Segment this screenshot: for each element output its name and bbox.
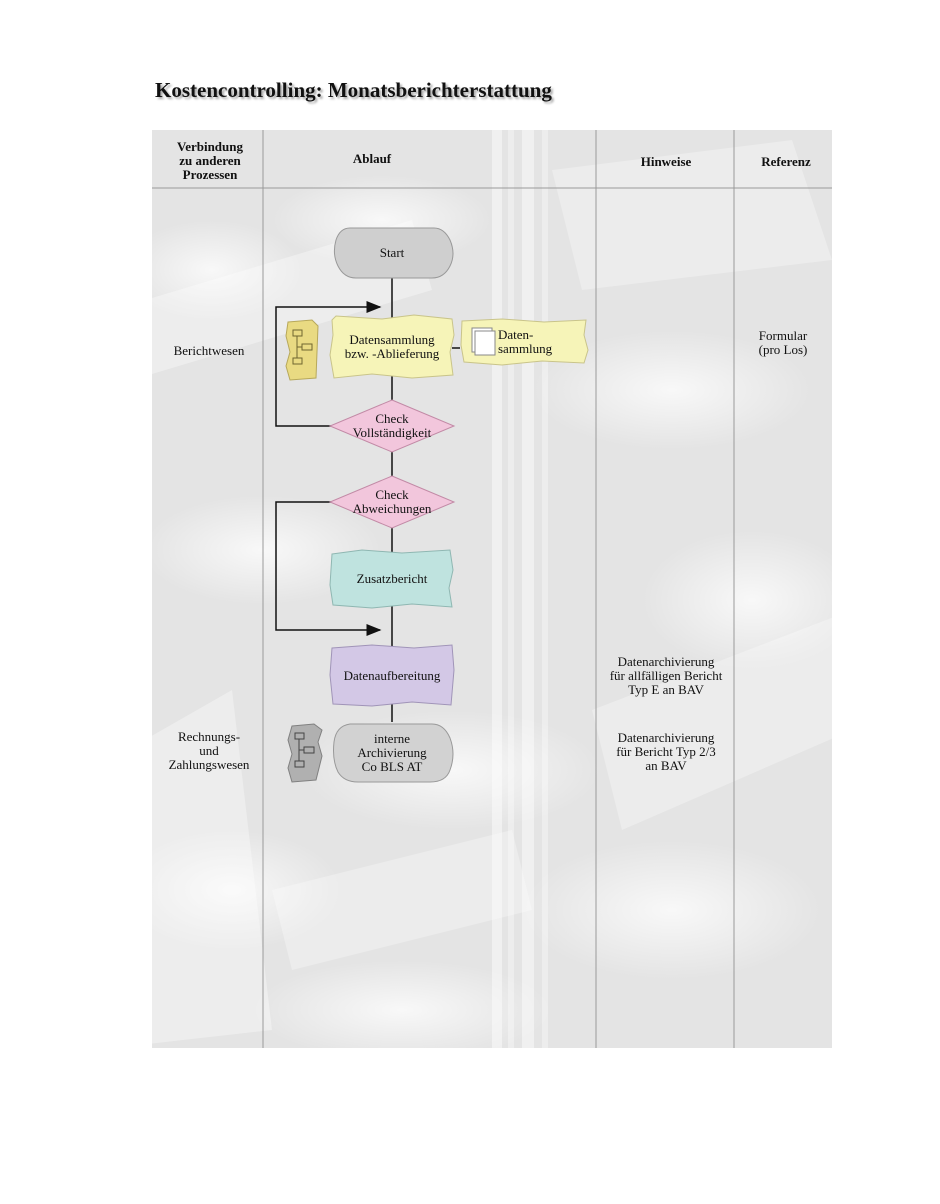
background-texture	[152, 130, 832, 1048]
datensammlung-node	[329, 314, 455, 379]
loop-arrow-abweichungen	[275, 501, 382, 636]
check-abweichungen-node	[328, 475, 456, 529]
loop-arrow-vollstaendigkeit	[275, 301, 382, 427]
archivierung-label: interne Archivierung Co BLS AT	[357, 731, 427, 774]
subprocess-glyph	[292, 329, 313, 365]
datensammlung-label: Datensammlung bzw. -Ablieferung	[344, 332, 440, 361]
datenaufbereitung-node	[329, 644, 455, 707]
subprocess-glyph-gray	[294, 732, 315, 768]
process-table: Verbindung zu anderen Prozessen Ablauf H…	[152, 130, 832, 1048]
verbindung-berichtwesen: Berichtwesen	[173, 343, 245, 358]
datensammlung-document-label: Daten- sammlung	[498, 327, 553, 356]
zusatzbericht-node	[329, 549, 454, 609]
check-vollstaendigkeit-node	[328, 399, 456, 453]
check-vollstaendigkeit-label: Check Vollständigkeit	[352, 411, 432, 440]
column-header-hinweise: Hinweise	[640, 154, 692, 169]
check-abweichungen-label: Check Abweichungen	[352, 487, 432, 516]
start-label: Start	[379, 245, 405, 260]
archivierung-node	[333, 723, 454, 783]
zusatzbericht-label: Zusatzbericht	[356, 571, 428, 586]
column-header-verbindung: Verbindung zu anderen Prozessen	[177, 139, 243, 182]
page-title: Kostencontrolling: Monatsberichterstattu…	[155, 78, 552, 102]
datenaufbereitung-label: Datenaufbereitung	[343, 668, 441, 683]
column-header-referenz: Referenz	[761, 154, 811, 169]
flowchart	[275, 227, 589, 783]
column-header-ablauf: Ablauf	[352, 151, 392, 166]
document-icon	[471, 327, 496, 356]
verbindung-rechnungswesen: Rechnungs- und Zahlungswesen	[168, 729, 250, 772]
referenz-formular: Formular (pro Los)	[758, 328, 808, 357]
start-node	[333, 227, 454, 279]
hinweis-datenarchivierung-2: Datenarchivierung für Bericht Typ 2/3 an…	[616, 730, 716, 773]
hinweis-datenarchivierung-1: Datenarchivierung für allfälligen Berich…	[609, 654, 723, 697]
